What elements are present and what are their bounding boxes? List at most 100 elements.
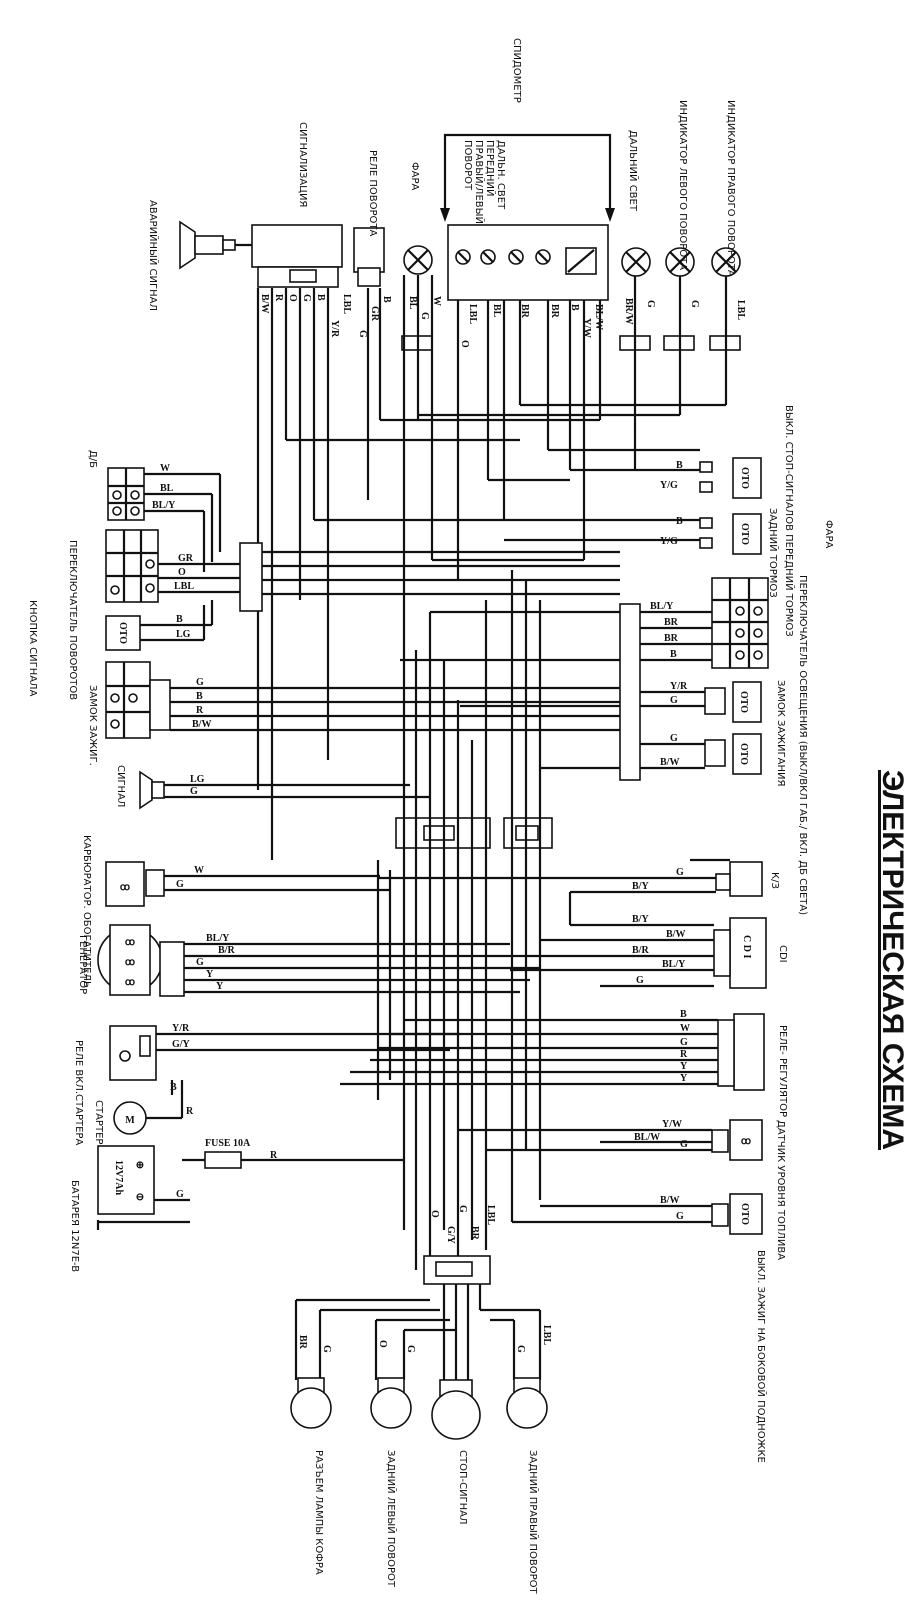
high-beam-bulb-icon [621,247,651,277]
wire-label: B/R [632,945,649,956]
wire-label: BR [664,617,679,628]
headlamp-label: ФАРА [409,162,420,190]
wire-label: G [190,786,198,797]
wire-label: G [670,695,678,706]
horn-icon [139,770,165,810]
wire-label: BL [160,483,174,494]
wire-label: BL/W [593,304,604,330]
wire-label: Y [216,981,224,992]
wire-label: G [645,300,656,308]
wire-label: G [515,1345,526,1353]
wire-label: G [636,975,644,986]
wire-label: G [419,312,430,320]
speedometer-label: СПИДОМЕТР [511,38,522,103]
ignition-left-label: ЗАМОК ЗАЖИГ. [87,685,98,766]
wire-label: W [194,865,204,876]
wire-label: Y/G [660,480,678,491]
wire-label: Y [680,1073,688,1084]
emergency-horn-icon [179,220,252,270]
speedo-sub-2: ПЕРЕДНИЙ [484,140,497,196]
wire-label: Y/R [329,320,340,338]
regulator-label: РЕЛЕ- РЕГУЛЯТОР [777,1025,788,1117]
wire-label: B [670,649,677,660]
wire-label: B [196,691,203,702]
speedo-sub-3: ПРАВЫЙ/ЛЕВЫЙ [473,140,486,224]
wire-label: G [680,1139,688,1150]
wire-color-labels: LBL G G BR/W BL/W B Y/W BR BR BL LBL O W… [152,294,746,1353]
wire-label: O [287,294,298,302]
wire-label: B/Y [632,881,649,892]
wire-label: O [429,1210,440,1218]
wire-label: LG [190,774,205,785]
emergency-horn-label: АВАРИЙНЫЙ СИГНАЛ [147,200,160,311]
ignition-right-label: ЗАМОК ЗАЖИГАНИЯ [775,680,786,786]
speedometer-bracket [443,133,612,215]
wire-label: R [680,1049,688,1060]
starter-relay [109,1025,460,1118]
wire-label: B/W [666,929,685,940]
wire-label: LBL [485,1205,496,1225]
wire-label: Y/R [172,1023,190,1034]
wire-label: B [315,294,326,301]
wire-label: BR [549,304,560,319]
wire-label: G [457,1205,468,1213]
wire-label: W [431,296,442,306]
front-brake-label: ВЫКЛ. СТОП-СИГНАЛОВ ПЕРЕДНИЙ ТОРМОЗ [783,405,796,637]
rear-left-turn-label: ЗАДНИЙ ЛЕВЫЙ ПОВОРОТ [385,1450,398,1588]
wire-label: BR [664,633,679,644]
wire-label: O [459,340,470,348]
svg-text:ꝏ: ꝏ [125,957,135,968]
side-stand-label: ВЫКЛ. ЗАЖИГ НА БОКОВОЙ ПОДНОЖКЕ [755,1250,768,1463]
wire-label: BL/Y [650,601,674,612]
wire-label: BL/W [634,1132,660,1143]
alarm-label: СИГНАЛИЗАЦИЯ [297,122,308,207]
left-indicator-label: ИНДИКАТОР ЛЕВОГО ПОВОРОТА [677,100,688,270]
wire-label: B [170,1082,177,1093]
rear-brake-headlamp-label: ФАРА [823,520,834,548]
db-label: Д/Б [87,450,98,468]
wire-label: BR [297,1335,308,1350]
wire-label: R [273,294,284,302]
svg-text:OTO: OTO [739,1203,750,1225]
cdi-box-label: C D I [741,935,752,958]
cdi-label: CDI [777,945,788,963]
wire-label: G [357,330,368,338]
wire-label: Y/G [660,536,678,547]
alarm-unit [251,224,343,288]
left-harness-connector [239,542,263,612]
svg-text:OTO: OTO [738,743,749,765]
carb-heater: ꝏ [105,861,390,907]
wire-label: G [689,300,700,308]
left-indicator-bulb-icon [665,247,695,277]
wire-label: G/Y [172,1039,191,1050]
trunk-lamp-bulb [290,1377,332,1429]
fuel-sensor-label: ДАТЧИК УРОВНЯ ТОПЛИВА [775,1120,786,1260]
wire-label: R [186,1106,194,1117]
speedo-sub-4: ПОВОРОТ [462,140,473,191]
wire-label: G [321,1345,332,1353]
cdi-unit [500,917,767,989]
wire-label: BL [407,296,418,310]
wire-label: LBL [541,1325,552,1345]
right-indicator-label: ИНДИКАТОР ПРАВОГО ПОВОРОТА [725,100,736,277]
rear-harness [294,1255,542,1388]
wire-label: LBL [467,304,478,324]
generator: ꝏ ꝏ ꝏ [97,924,540,997]
starter-motor: M [113,1101,182,1135]
svg-text:OTO: OTO [739,523,750,545]
wire-label: G [196,677,204,688]
wire-label: B [676,460,683,471]
wire-label: G/Y [445,1226,456,1245]
rear-brake-label: ЗАДНИЙ ТОРМОЗ [767,508,780,598]
wire-label: G [676,1211,684,1222]
wire-label: G [405,1345,416,1353]
wire-label: B [569,304,580,311]
wire-label: BL [491,304,502,318]
svg-text:OTO: OTO [738,691,749,713]
wire-label: BR/W [623,298,634,325]
wire-label: B/Y [632,914,649,925]
stop-signal-label: СТОП-СИГНАЛ [457,1450,468,1525]
battery-rating: 12V7Ah [113,1160,124,1195]
ignition-lock-right: OTO OTO [704,681,762,775]
